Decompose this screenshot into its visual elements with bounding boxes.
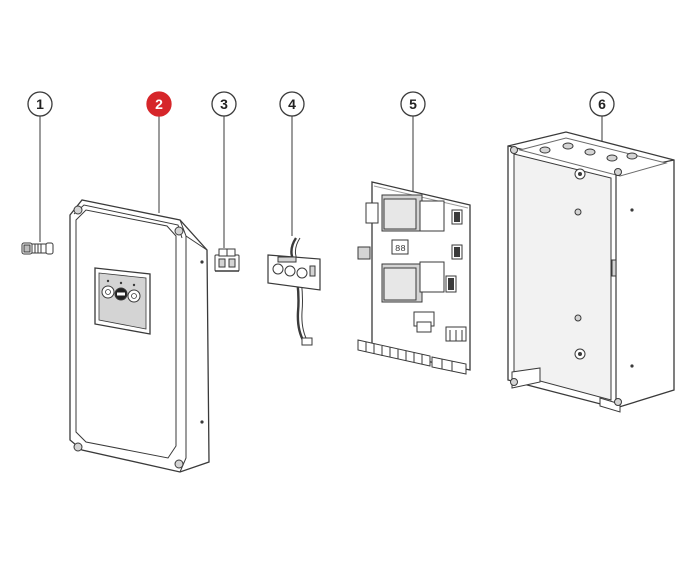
callout-number-2: 2 (155, 96, 163, 112)
callout-number-5: 5 (409, 96, 417, 112)
part-front-cover (69, 199, 210, 473)
callout-number-1: 1 (36, 96, 44, 112)
callout-circle-6 (589, 91, 615, 117)
part-screw (21, 242, 54, 255)
part-button-board (267, 237, 321, 346)
callout-circle-5 (400, 91, 426, 117)
callout-number-3: 3 (220, 96, 228, 112)
callout-layer: 1 2 3 4 5 6 (27, 91, 615, 117)
callout-circle-2 (146, 91, 172, 117)
callout-circle-1 (27, 91, 53, 117)
part-connector (214, 248, 240, 272)
leader-lines (39, 116, 603, 248)
callout-circle-4 (279, 91, 305, 117)
callout-4: 4 (279, 91, 305, 117)
callout-3: 3 (211, 91, 237, 117)
callout-2: 2 (146, 91, 172, 117)
part-control-board: 88 (357, 181, 471, 375)
callout-circle-3 (211, 91, 237, 117)
callout-number-6: 6 (598, 96, 606, 112)
callout-5: 5 (400, 91, 426, 117)
part-enclosure-box (507, 131, 675, 413)
callout-6: 6 (589, 91, 615, 117)
callout-1: 1 (27, 91, 53, 117)
svg-text:88: 88 (395, 244, 406, 254)
callout-number-4: 4 (288, 96, 296, 112)
